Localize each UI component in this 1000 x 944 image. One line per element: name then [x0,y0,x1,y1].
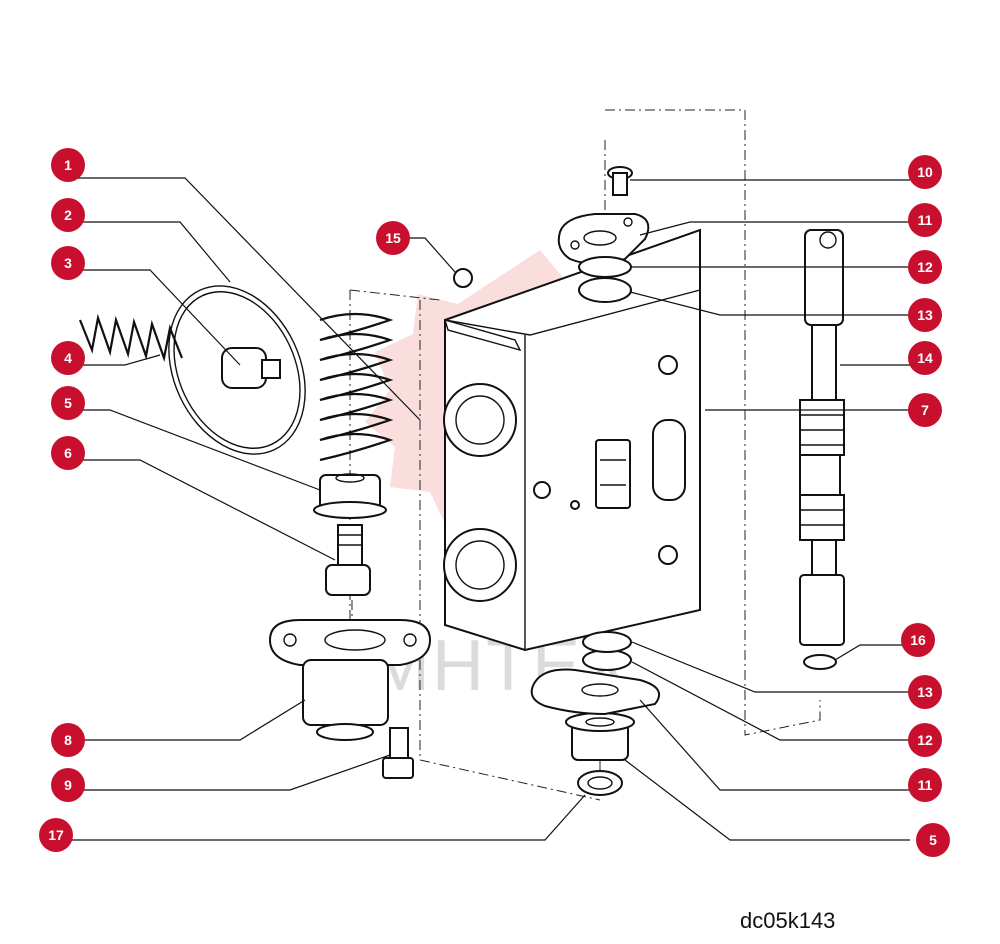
callout-1: 1 [51,148,85,182]
callout-9: 9 [51,768,85,802]
svg-text:6: 6 [64,445,72,461]
svg-text:10: 10 [917,164,933,180]
svg-text:3: 3 [64,255,72,271]
callout-10: 10 [908,155,942,189]
flange-upper [557,213,650,265]
callout-17: 17 [39,818,73,852]
svg-text:2: 2 [64,207,72,223]
plug [453,268,473,288]
svg-text:4: 4 [64,350,72,366]
piston [221,347,281,389]
plunger [325,524,371,596]
callout-8: 8 [51,723,85,757]
washer [577,770,623,796]
callout-12-upper: 12 [908,250,942,284]
end-cover [268,619,432,741]
callout-5-upper: 5 [51,386,85,420]
callout-7: 7 [908,393,942,427]
svg-text:14: 14 [917,350,933,366]
spring-large [319,312,394,462]
callout-4: 4 [51,341,85,375]
callout-12-lower: 12 [908,723,942,757]
svg-text:5: 5 [64,395,72,411]
callout-14: 14 [908,341,942,375]
circlip [803,654,837,670]
svg-text:7: 7 [921,402,929,418]
svg-text:5: 5 [929,832,937,848]
drawing-code: dc05k143 [740,908,835,933]
svg-text:11: 11 [918,777,933,793]
svg-text:13: 13 [917,684,933,700]
callout-11-lower: 11 [908,768,942,802]
flange-lower [530,668,660,716]
svg-text:12: 12 [917,732,933,748]
sleeve-upper [313,473,387,519]
svg-text:15: 15 [385,230,401,246]
callout-2: 2 [51,198,85,232]
callout-3: 3 [51,246,85,280]
callout-5-lower: 5 [916,823,950,857]
seal-upper [578,256,632,278]
callout-15: 15 [376,221,410,255]
spool [799,229,845,646]
svg-text:1: 1 [64,157,72,173]
svg-text:12: 12 [917,259,933,275]
spring-small [78,313,184,363]
svg-text:8: 8 [64,732,72,748]
ring-upper [578,277,632,303]
callout-13-lower: 13 [908,675,942,709]
callout-badges: 1 2 3 4 5 6 8 9 17 15 10 11 12 13 14 7 1… [39,148,950,857]
o-ring-large [168,285,306,455]
callout-13-upper: 13 [908,298,942,332]
callout-16: 16 [901,623,935,657]
sleeve-lower [565,712,635,761]
svg-text:9: 9 [64,777,72,793]
leader-lines [68,177,910,841]
svg-text:17: 17 [48,827,64,843]
callout-6: 6 [51,436,85,470]
svg-text:16: 16 [910,632,926,648]
valve-body [443,228,701,652]
svg-text:13: 13 [917,307,933,323]
bolt [607,166,633,196]
screw [382,727,414,779]
ring-lower [582,631,632,653]
callout-11-upper: 11 [908,203,942,237]
svg-text:11: 11 [918,212,933,228]
